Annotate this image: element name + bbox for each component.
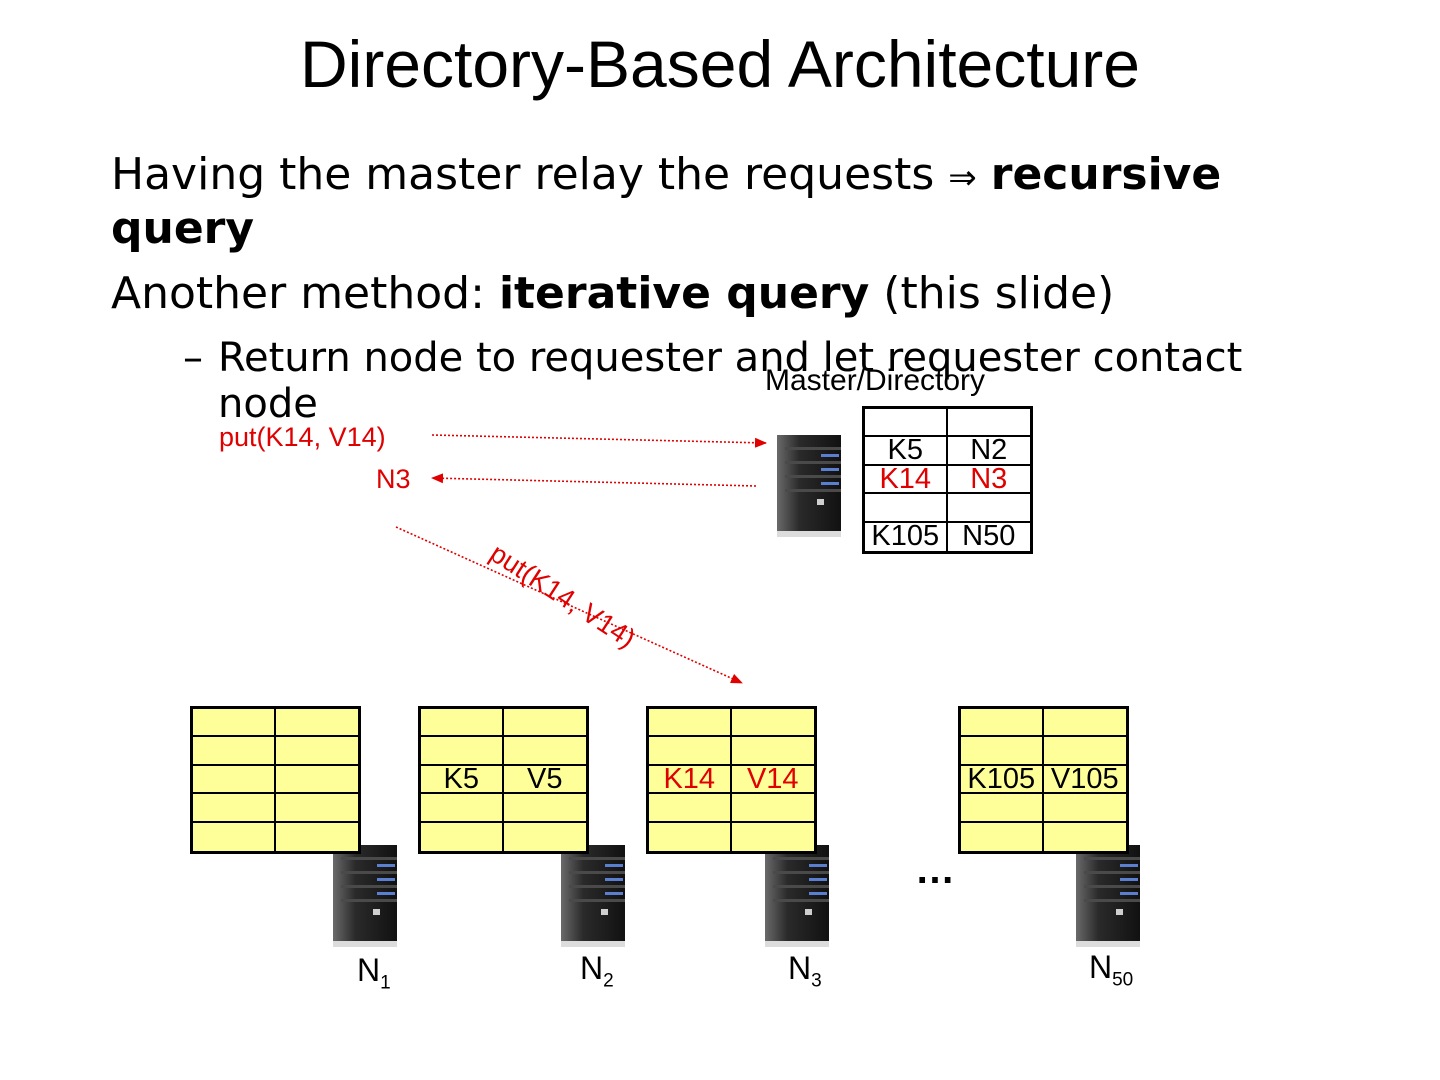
node-cell xyxy=(421,794,504,823)
node-cell xyxy=(961,737,1044,766)
dir-cell: K5 xyxy=(865,437,948,466)
put-request-label: put(K14, V14) xyxy=(219,422,386,452)
node-cell xyxy=(193,737,276,766)
node-subscript: 50 xyxy=(1112,969,1134,991)
server-crop xyxy=(625,840,645,950)
ellipsis: … xyxy=(915,848,955,892)
node-cell xyxy=(731,709,814,738)
node-cell xyxy=(275,766,358,795)
node-cell xyxy=(649,794,732,823)
master-directory-label: Master/Directory xyxy=(765,364,986,397)
node-cell xyxy=(1043,737,1126,766)
server-crop xyxy=(841,430,861,545)
arrow-put-to-n3 xyxy=(395,526,743,684)
node-cell xyxy=(193,709,276,738)
node-cell: V5 xyxy=(503,766,586,795)
put-to-node-label: put(K14, V14) xyxy=(485,538,641,654)
node-cell: K5 xyxy=(421,765,504,795)
arrow-put-to-master xyxy=(431,434,767,448)
dir-cell xyxy=(865,409,948,438)
dir-cell: N2 xyxy=(947,437,1030,466)
node-cell xyxy=(731,737,814,766)
node-cell xyxy=(961,709,1044,738)
bullet-iterative: Another method: iterative query (this sl… xyxy=(111,268,1114,320)
node-cell xyxy=(275,737,358,766)
node-cell xyxy=(1044,823,1127,851)
sub-bullet-dash: – xyxy=(183,335,203,381)
node-name: N xyxy=(580,950,604,986)
node-cell xyxy=(649,709,732,738)
server-icon xyxy=(765,845,829,947)
node-cell xyxy=(193,765,276,795)
node-cell xyxy=(275,709,358,738)
node-cell xyxy=(276,823,359,851)
implies-symbol: ⇒ xyxy=(948,158,977,198)
node-cell xyxy=(1043,794,1126,823)
slide-title: Directory-Based Architecture xyxy=(300,27,1140,101)
node-cell xyxy=(961,794,1044,823)
server-icon xyxy=(777,435,841,537)
reply-n3-label: N3 xyxy=(376,464,411,494)
node-label-n1: N1 xyxy=(357,952,391,1001)
node-cell xyxy=(649,822,732,851)
dir-cell-highlight: K14 xyxy=(865,465,948,495)
node-subscript: 1 xyxy=(380,972,391,994)
node-table-n2: K5 V5 xyxy=(418,706,589,854)
node-name: N xyxy=(1089,949,1113,985)
node-cell: V105 xyxy=(1043,766,1126,795)
node-table-n3: K14 V14 xyxy=(646,706,817,854)
dir-cell: K105 xyxy=(865,522,948,551)
server-icon xyxy=(561,845,625,947)
node-cell xyxy=(193,794,276,823)
node-cell xyxy=(731,794,814,823)
master-directory-table: K5 N2 K14 N3 K105 N50 xyxy=(862,406,1033,554)
node-subscript: 2 xyxy=(603,970,614,992)
node-label-n2: N2 xyxy=(580,950,614,999)
node-cell xyxy=(649,737,732,766)
node-cell-highlight: V14 xyxy=(731,766,814,795)
sub-bullet-line1: Return node to requester and let request… xyxy=(218,335,1243,381)
bullet1-bold: recursive xyxy=(990,149,1222,200)
node-cell xyxy=(503,794,586,823)
bullet2-text: Another method: xyxy=(111,268,485,319)
node-cell xyxy=(275,794,358,823)
bullet2-bold: iterative query xyxy=(498,268,870,319)
sub-bullet-line2: node xyxy=(218,381,318,427)
bullet1-text: Having the master relay the requests xyxy=(111,149,935,200)
server-icon xyxy=(333,845,397,947)
node-table-n50: K105 V105 xyxy=(958,706,1129,854)
dir-cell xyxy=(865,494,948,523)
node-label-n3: N3 xyxy=(788,950,822,999)
node-table-n1 xyxy=(190,706,361,854)
node-cell xyxy=(1043,709,1126,738)
dir-cell-highlight: N3 xyxy=(947,466,1030,495)
server-crop xyxy=(397,840,417,950)
node-cell xyxy=(503,709,586,738)
dir-cell xyxy=(947,494,1030,523)
node-cell xyxy=(421,737,504,766)
node-cell xyxy=(961,822,1044,851)
node-cell xyxy=(732,823,815,851)
node-name: N xyxy=(357,952,381,988)
node-cell xyxy=(193,822,276,851)
node-cell xyxy=(503,737,586,766)
node-cell-highlight: K14 xyxy=(649,765,732,795)
node-name: N xyxy=(788,950,812,986)
server-crop xyxy=(1140,840,1160,950)
dir-cell xyxy=(947,409,1030,438)
dir-cell: N50 xyxy=(962,522,1016,551)
arrow-reply-n3 xyxy=(431,473,757,487)
node-label-n50: N50 xyxy=(1089,949,1133,998)
node-cell xyxy=(421,709,504,738)
node-subscript: 3 xyxy=(811,970,822,992)
node-cell xyxy=(504,823,587,851)
node-cell: K105 xyxy=(961,765,1044,795)
bullet2-rest: (this slide) xyxy=(883,268,1115,319)
node-cell xyxy=(421,822,504,851)
bullet-recursive: Having the master relay the requests ⇒ r… xyxy=(111,149,1221,204)
server-crop xyxy=(829,840,849,950)
server-icon xyxy=(1076,845,1140,947)
bullet1-continuation: query xyxy=(111,203,255,254)
